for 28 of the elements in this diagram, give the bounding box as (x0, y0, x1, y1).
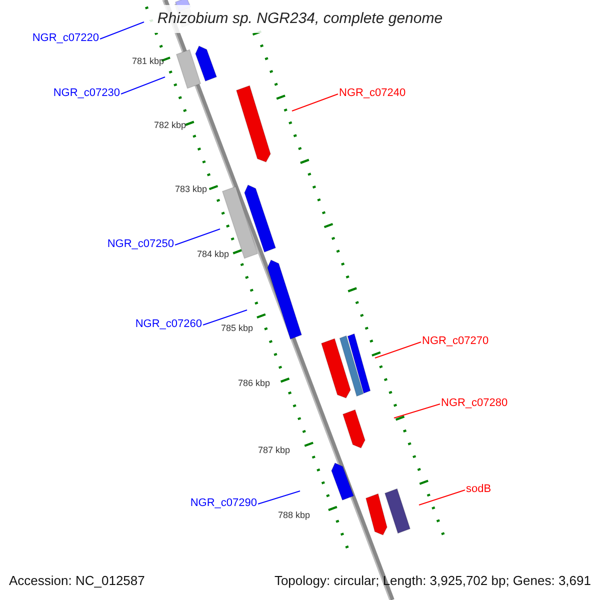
leader-line (258, 490, 300, 505)
position-label: 783 kbp (174, 183, 207, 195)
leader-line (292, 93, 338, 112)
position-label: 782 kbp (154, 119, 186, 131)
gene-label: NGR_c07260 (135, 316, 202, 332)
leader-line (418, 489, 466, 506)
gene-label: NGR_c07230 (53, 85, 120, 101)
gene-label: NGR_c07240 (339, 85, 406, 101)
leader-line (174, 228, 220, 246)
leader-line (394, 403, 440, 419)
leader-line (202, 309, 248, 326)
gene-label: NGR_c07290 (190, 495, 257, 511)
position-label: 784 kbp (196, 248, 229, 260)
footer-text: Topology: circular; Length: 3,925,702 bp; Genes: 3,691 (274, 573, 591, 588)
gene-label: NGR_c07270 (422, 333, 489, 349)
position-label: 785 kbp (220, 322, 253, 334)
leader-line (120, 76, 166, 95)
leader-line (100, 21, 144, 40)
gene-label: NGR_c07250 (107, 236, 174, 252)
leader-line (374, 341, 422, 359)
footer-text: Accession: NC_012587 (9, 573, 145, 588)
gene-label: NGR_c07280 (441, 395, 508, 411)
position-label: 786 kbp (238, 377, 270, 389)
gene-label: NGR_c07220 (32, 30, 99, 46)
position-label: 788 kbp (278, 509, 310, 521)
position-label: 781 kbp (132, 55, 164, 67)
position-label: 787 kbp (258, 444, 290, 456)
gene-label: sodB (466, 481, 492, 497)
